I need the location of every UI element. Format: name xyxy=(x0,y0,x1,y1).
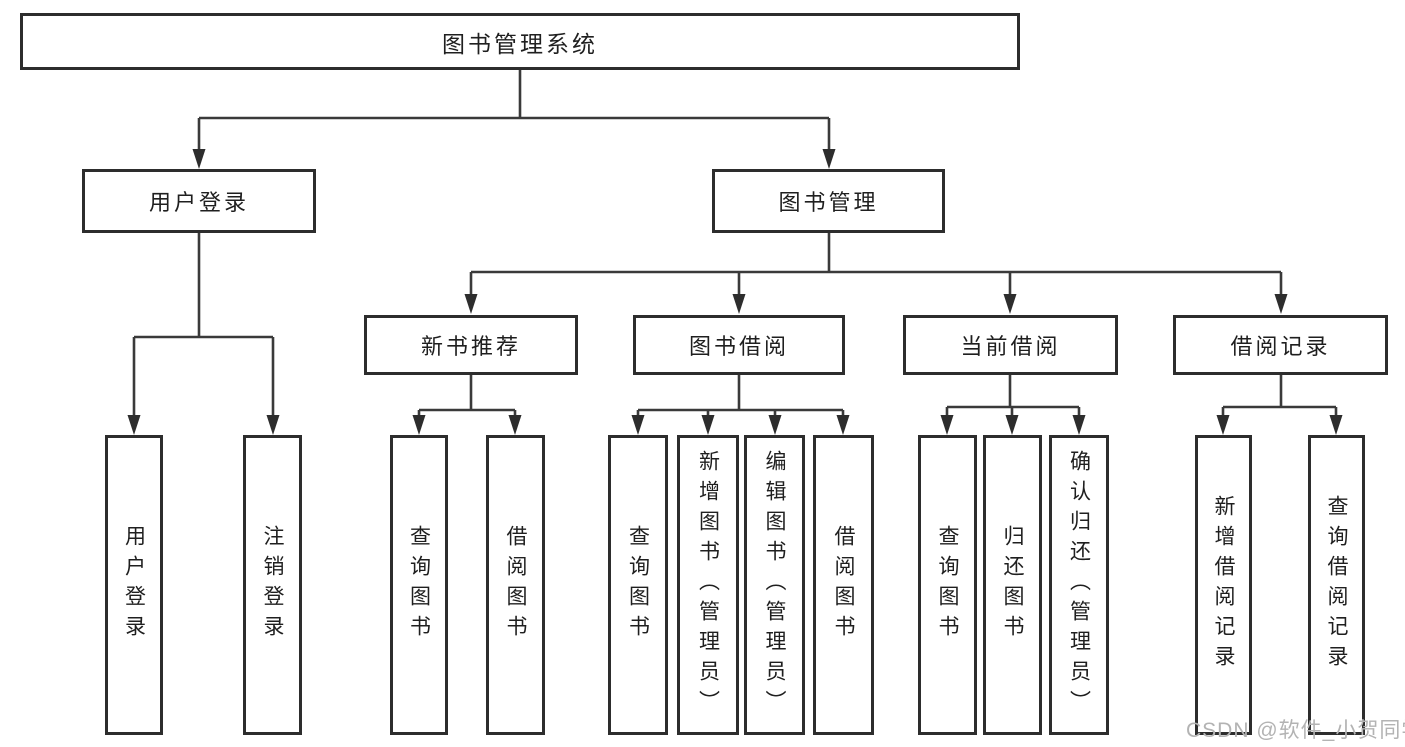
leaf-recommend-borrow-books: 借阅图书 xyxy=(486,435,545,735)
node-current-borrow: 当前借阅 xyxy=(903,315,1118,375)
leaf-borrow-query-books: 查询图书 xyxy=(608,435,668,735)
node-book-borrow: 图书借阅 xyxy=(633,315,845,375)
leaf-user-login: 用户登录 xyxy=(105,435,163,735)
node-borrow-records: 借阅记录 xyxy=(1173,315,1388,375)
leaf-query-borrow-record: 查询借阅记录 xyxy=(1308,435,1365,735)
leaf-return-books: 归还图书 xyxy=(983,435,1042,735)
leaf-borrow-borrow-books: 借阅图书 xyxy=(813,435,874,735)
leaf-add-borrow-record: 新增借阅记录 xyxy=(1195,435,1252,735)
leaf-confirm-return-admin: 确认归还（管理员） xyxy=(1049,435,1109,735)
leaf-current-query-books: 查询图书 xyxy=(918,435,977,735)
leaf-add-book-admin: 新增图书（管理员） xyxy=(677,435,739,735)
node-new-book-recommend: 新书推荐 xyxy=(364,315,578,375)
node-root: 图书管理系统 xyxy=(20,13,1020,70)
leaf-edit-book-admin: 编辑图书（管理员） xyxy=(744,435,805,735)
csdn-watermark: CSDN @软件_小贺同学 xyxy=(1186,719,1405,742)
leaf-recommend-query-books: 查询图书 xyxy=(390,435,448,735)
node-book-management: 图书管理 xyxy=(712,169,945,233)
node-user-login: 用户登录 xyxy=(82,169,316,233)
leaf-logout: 注销登录 xyxy=(243,435,302,735)
